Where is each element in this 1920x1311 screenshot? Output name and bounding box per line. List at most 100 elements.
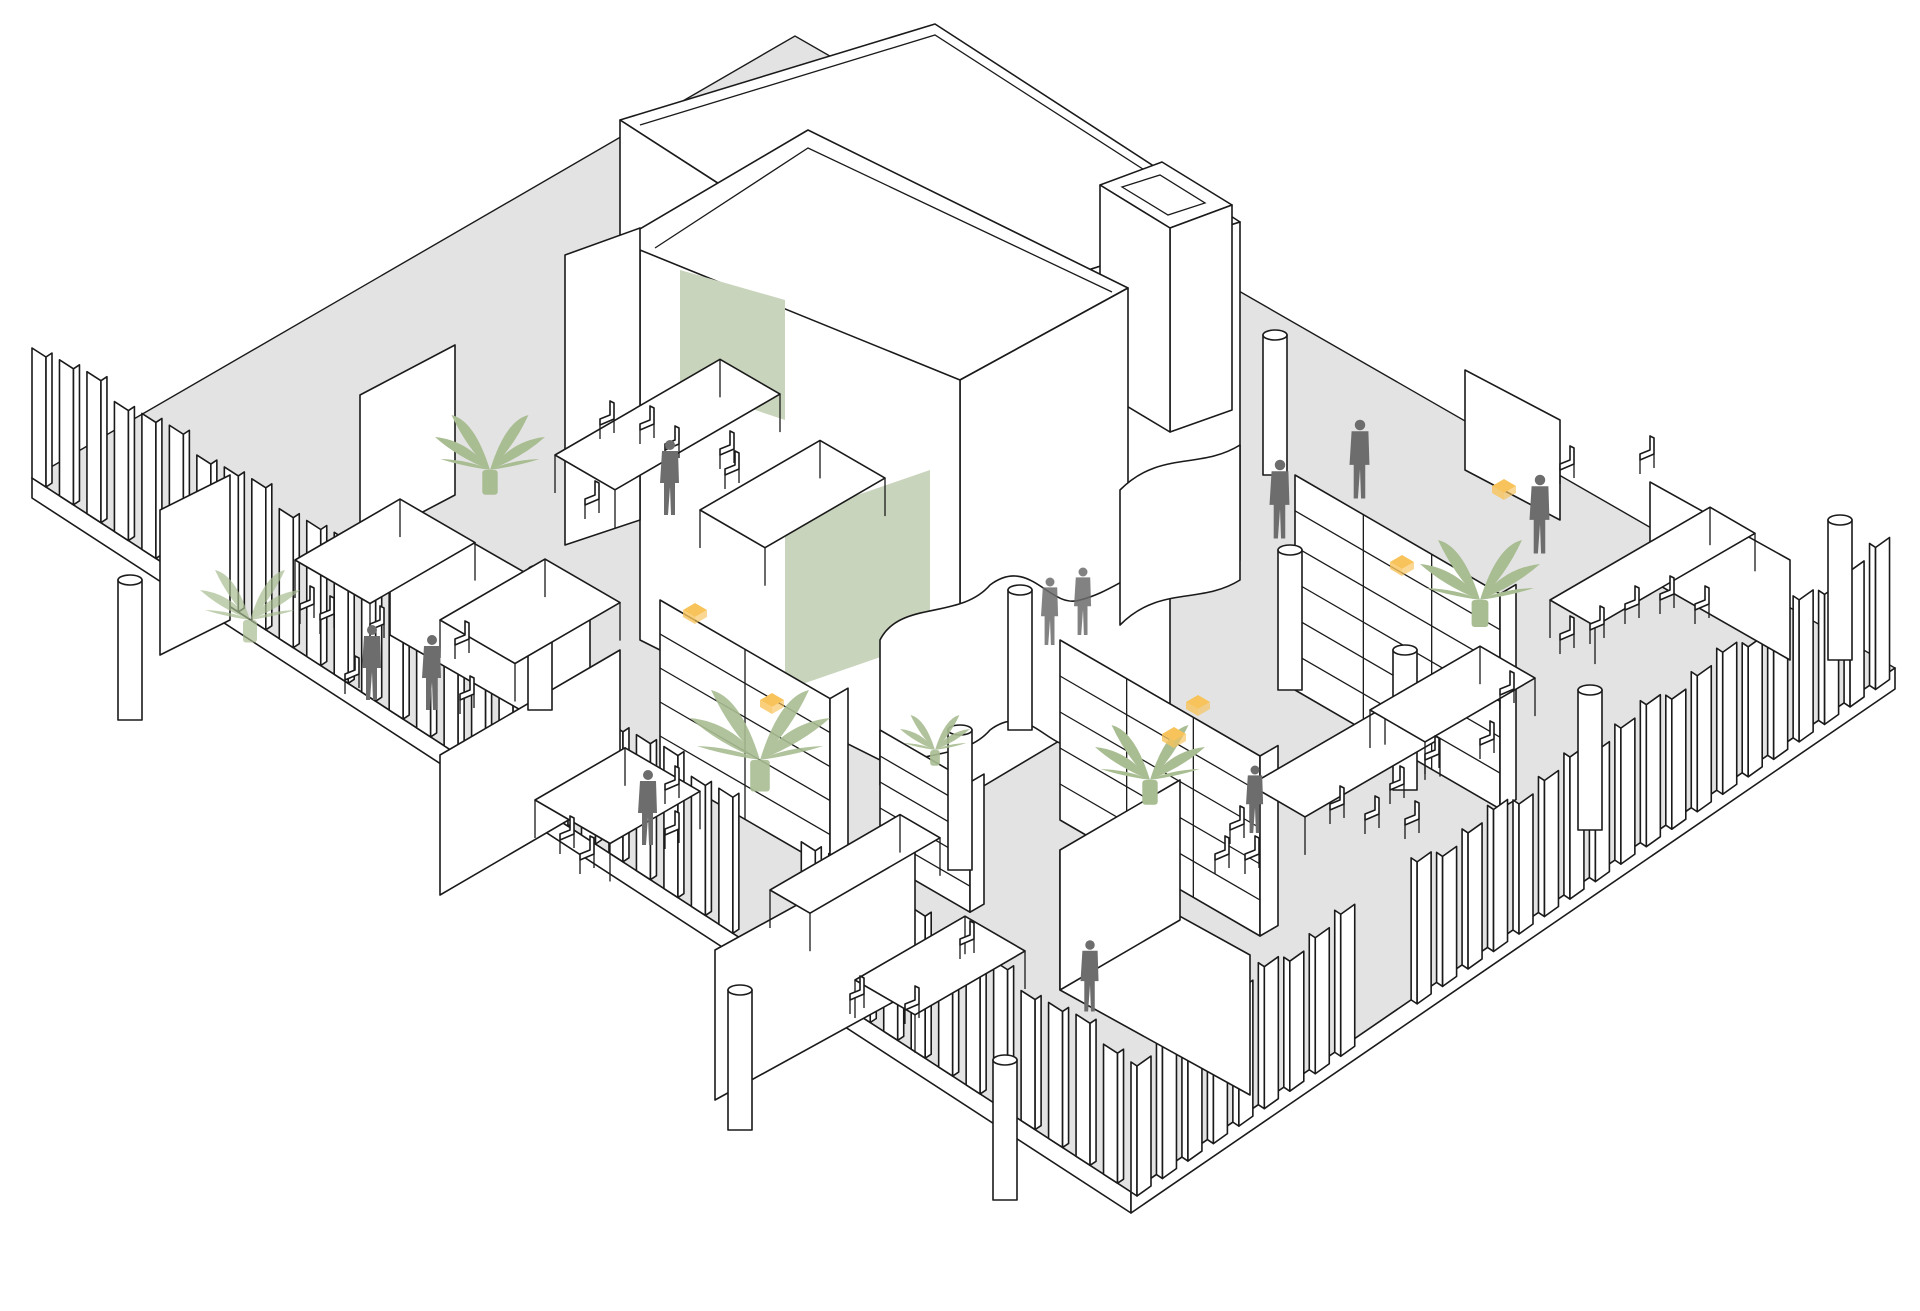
table <box>439 558 621 702</box>
column <box>117 574 143 721</box>
book-stack-icon <box>760 693 784 714</box>
chair <box>579 835 595 874</box>
chair <box>959 920 975 959</box>
chimney-front <box>1169 204 1233 433</box>
person-silhouette-icon <box>362 625 381 700</box>
person-silhouette-icon <box>1041 577 1059 645</box>
book-stacks <box>683 479 1516 748</box>
fin-right <box>1486 798 1509 953</box>
fin-right <box>1435 845 1458 988</box>
fin-right <box>1257 955 1280 1110</box>
chair <box>584 480 600 519</box>
fin-left <box>663 745 685 899</box>
fin-right <box>1461 822 1483 970</box>
table <box>769 813 941 952</box>
potted-plant-icon <box>200 570 300 643</box>
fin-left <box>690 775 713 917</box>
column <box>1262 329 1288 476</box>
partition-west-end <box>159 474 231 656</box>
chair <box>1659 575 1675 614</box>
chimney-flue <box>1120 174 1207 216</box>
table <box>854 915 1026 1053</box>
column <box>1007 584 1033 731</box>
chair <box>1499 670 1515 709</box>
fin-left <box>141 412 163 560</box>
chair <box>1404 800 1420 839</box>
column <box>1827 514 1853 661</box>
fin-right <box>1665 688 1687 831</box>
table <box>699 439 886 586</box>
fin-right <box>1741 635 1763 778</box>
fin-left <box>31 347 53 488</box>
book-stack-icon <box>1390 555 1414 576</box>
column <box>992 1054 1018 1201</box>
wavy-partition-right <box>1119 444 1241 626</box>
table <box>554 358 781 528</box>
chair <box>1589 605 1605 644</box>
fin-left <box>1047 1001 1070 1149</box>
chair <box>1559 615 1575 654</box>
middle-wall-inner-rim <box>654 147 1113 293</box>
column <box>1577 684 1603 831</box>
fin-left <box>58 359 81 506</box>
chair <box>664 765 680 804</box>
tables <box>294 358 1756 1053</box>
fin-left <box>718 787 740 935</box>
chair <box>454 620 470 659</box>
person-silhouette-icon <box>422 635 441 710</box>
table <box>294 498 476 642</box>
potted-plant-icon <box>435 415 545 495</box>
fin-left <box>86 370 108 524</box>
person-silhouette-icon <box>1269 459 1290 539</box>
fin-right <box>1410 851 1432 1005</box>
person-silhouette-icon <box>1246 765 1264 833</box>
chair <box>904 985 920 1024</box>
people <box>362 419 1550 1012</box>
person-silhouette-icon <box>1529 474 1550 554</box>
person-silhouette-icon <box>1074 567 1092 635</box>
book-stack-icon <box>1162 727 1186 748</box>
chair <box>664 810 680 849</box>
chair <box>719 430 735 469</box>
fin-right <box>1283 950 1305 1092</box>
fin-left <box>278 507 301 649</box>
chair <box>1424 735 1440 774</box>
book-stack-icon <box>1186 695 1210 716</box>
chair <box>344 655 360 694</box>
column <box>727 984 753 1131</box>
person-silhouette-icon <box>660 440 679 515</box>
book-stack-icon <box>683 603 707 624</box>
chair <box>1479 720 1495 759</box>
chair <box>1639 435 1655 474</box>
chair <box>1214 835 1230 874</box>
fin-right <box>1792 589 1814 743</box>
fin-right <box>1130 1055 1152 1197</box>
fin-right <box>1715 641 1738 796</box>
fin-right <box>1512 793 1534 935</box>
chair <box>1389 765 1405 804</box>
fin-right <box>1690 664 1713 813</box>
chair <box>1559 445 1575 484</box>
table <box>1549 506 1756 665</box>
chairs <box>299 400 1710 1024</box>
chair <box>1229 805 1245 844</box>
potted-plant-icon <box>900 715 970 766</box>
chair <box>599 400 615 439</box>
potted-plant-icon <box>1420 540 1540 627</box>
chair <box>849 975 865 1014</box>
person-silhouette-icon <box>1349 419 1370 499</box>
chair <box>459 675 475 714</box>
fin-right <box>1639 693 1662 848</box>
chair <box>1694 585 1710 624</box>
fin-right <box>1155 1031 1178 1180</box>
chair <box>1244 835 1260 874</box>
potted-plant-icon <box>690 690 830 792</box>
chair <box>724 450 740 489</box>
fin-right <box>1868 536 1891 691</box>
person-silhouette-icon <box>638 770 657 845</box>
chair <box>319 595 335 634</box>
fin-right <box>1333 903 1356 1058</box>
table <box>534 746 701 882</box>
